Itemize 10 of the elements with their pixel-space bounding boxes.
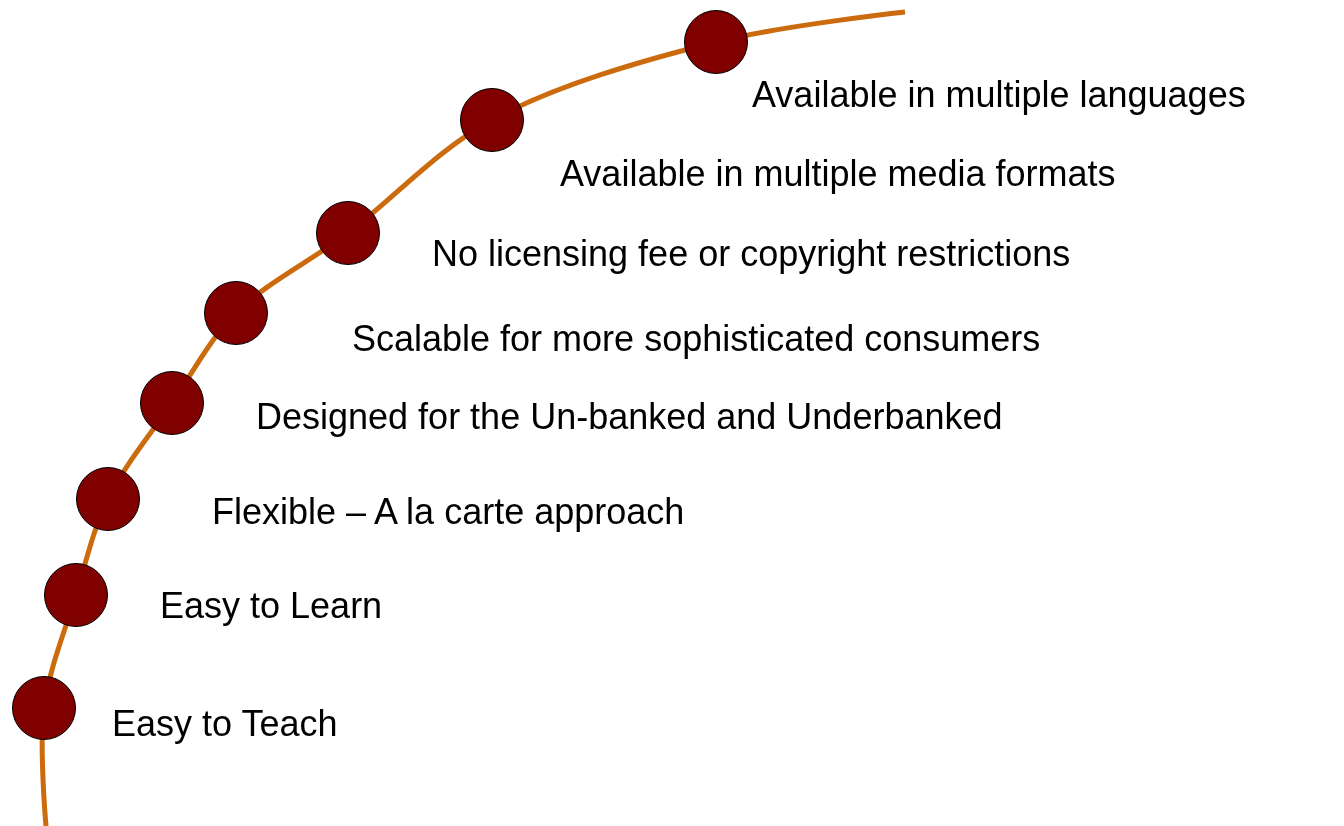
feature-text: Available in multiple languages xyxy=(752,74,1246,116)
circle-marker xyxy=(316,201,380,265)
feature-text: Designed for the Un-banked and Underbanked xyxy=(256,396,1003,438)
feature-text: Scalable for more sophisticated consumers xyxy=(352,318,1041,360)
circle-marker xyxy=(204,281,268,345)
feature-text: Easy to Learn xyxy=(160,585,383,627)
feature-text: Easy to Teach xyxy=(112,703,338,745)
feature-text: Flexible – A la carte approach xyxy=(212,491,685,533)
feature-text: Available in multiple media formats xyxy=(560,153,1116,195)
feature-text: No licensing fee or copyright restrictions xyxy=(432,233,1071,275)
